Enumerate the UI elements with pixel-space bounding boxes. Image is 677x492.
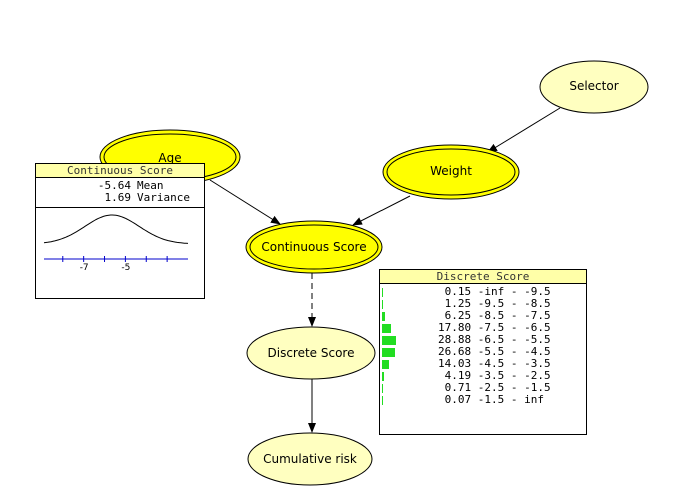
discrete-row: 0.71 -2.5 - -1.5 xyxy=(380,382,586,394)
discrete-bar xyxy=(382,288,383,297)
variance-label: Variance xyxy=(137,191,190,204)
tick-label-minus-5: -5 xyxy=(121,263,130,273)
discrete-row: 6.25 -8.5 - -7.5 xyxy=(380,310,586,322)
discrete-row-text: 17.80 -7.5 - -6.5 xyxy=(438,321,551,334)
discrete-bar xyxy=(382,384,383,393)
node-cumulative-risk-label[interactable]: Cumulative risk xyxy=(263,452,357,466)
mean-row: -5.64 Mean xyxy=(36,180,204,192)
mean-value: -5.64 xyxy=(97,179,131,192)
continuous-monitor-stats: -5.64 Mean 1.69 Variance xyxy=(36,178,204,208)
discrete-bar xyxy=(382,348,395,357)
variance-row: 1.69 Variance xyxy=(36,192,204,204)
discrete-row-text: 26.68 -5.5 - -4.5 xyxy=(438,345,551,358)
discrete-bar xyxy=(382,372,384,381)
node-continuous-score-shape[interactable] xyxy=(245,220,383,274)
node-discrete-score-label[interactable]: Discrete Score xyxy=(267,346,355,360)
node-continuous-score-label[interactable]: Continuous Score xyxy=(261,240,367,254)
discrete-row-text: 0.71 -2.5 - -1.5 xyxy=(438,381,551,394)
discrete-bar xyxy=(382,324,391,333)
discrete-row-text: 6.25 -8.5 - -7.5 xyxy=(438,309,551,322)
density-curve xyxy=(43,214,189,244)
discrete-row-text: 0.07 -1.5 - inf xyxy=(438,393,544,406)
discrete-row: 26.68 -5.5 - -4.5 xyxy=(380,346,586,358)
discrete-bar xyxy=(382,396,383,405)
node-cumulative-risk-shape[interactable] xyxy=(247,432,373,486)
discrete-bar xyxy=(382,312,385,321)
discrete-row-text: 0.15 -inf - -9.5 xyxy=(438,285,551,298)
discrete-row: 1.25 -9.5 - -8.5 xyxy=(380,298,586,310)
node-selector-shape[interactable] xyxy=(539,60,649,114)
edge-weight-continuous-score xyxy=(352,195,411,226)
node-weight-shape[interactable] xyxy=(382,144,520,200)
edge-age-continuous-score xyxy=(209,179,281,225)
density-axis-ticks xyxy=(62,256,168,262)
continuous-score-monitor[interactable]: Continuous Score -5.64 Mean 1.69 Varianc… xyxy=(35,163,205,299)
discrete-row: 14.03 -4.5 - -3.5 xyxy=(380,358,586,370)
discrete-row: 17.80 -7.5 - -6.5 xyxy=(380,322,586,334)
node-age-label[interactable]: Age xyxy=(158,151,182,165)
node-weight-inner-ring xyxy=(386,148,516,196)
mean-label: Mean xyxy=(137,179,164,192)
node-selector-label[interactable]: Selector xyxy=(569,79,619,93)
discrete-row: 4.19 -3.5 - -2.5 xyxy=(380,370,586,382)
node-discrete-score-shape[interactable] xyxy=(246,326,376,380)
discrete-bar xyxy=(382,360,389,369)
discrete-bar xyxy=(382,300,383,309)
discrete-row: 0.15 -inf - -9.5 xyxy=(380,286,586,298)
density-plot: -7 -5 xyxy=(43,214,189,273)
discrete-monitor-title: Discrete Score xyxy=(380,270,586,284)
discrete-monitor-rows: 0.15 -inf - -9.5 1.25 -9.5 - -8.5 6.25 -… xyxy=(380,284,586,406)
discrete-bar xyxy=(382,336,396,345)
variance-value: 1.69 xyxy=(104,191,132,204)
node-weight-label[interactable]: Weight xyxy=(430,164,472,178)
discrete-score-monitor[interactable]: Discrete Score 0.15 -inf - -9.5 1.25 -9.… xyxy=(379,269,587,435)
discrete-row-text: 1.25 -9.5 - -8.5 xyxy=(438,297,551,310)
discrete-row-text: 28.88 -6.5 - -5.5 xyxy=(438,333,551,346)
node-continuous-score-inner-ring xyxy=(249,224,379,270)
edge-selector-weight xyxy=(487,107,561,153)
continuous-monitor-title: Continuous Score xyxy=(36,164,204,178)
tick-label-minus-7: -7 xyxy=(80,263,89,273)
discrete-row-text: 14.03 -4.5 - -3.5 xyxy=(438,357,551,370)
discrete-row-text: 4.19 -3.5 - -2.5 xyxy=(438,369,551,382)
discrete-row: 0.07 -1.5 - inf xyxy=(380,394,586,406)
discrete-row: 28.88 -6.5 - -5.5 xyxy=(380,334,586,346)
